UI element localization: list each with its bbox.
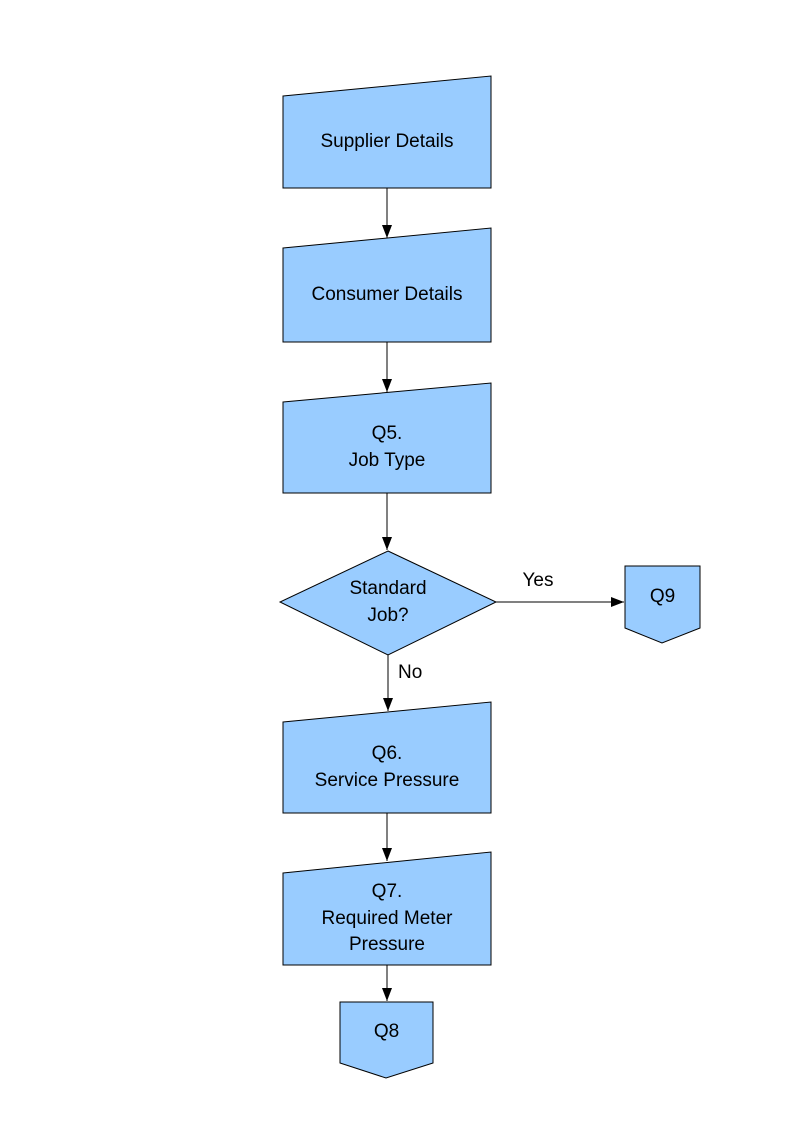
node-shape-decision-diamond (278, 550, 498, 656)
node-shape-consumer (282, 227, 492, 343)
node-shape-q8 (339, 1001, 434, 1079)
node-shape-q7 (282, 851, 492, 966)
node-shape-q9 (624, 565, 701, 644)
node-shape-q5 (282, 382, 492, 494)
node-shape-q6 (282, 701, 492, 814)
node-shape-supplier (282, 75, 492, 189)
